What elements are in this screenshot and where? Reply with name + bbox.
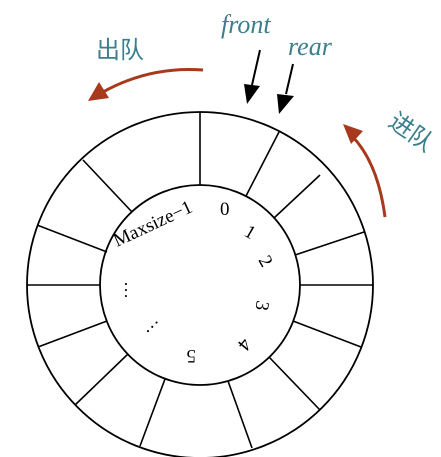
rear-label: rear bbox=[288, 32, 333, 61]
spoke bbox=[227, 380, 253, 449]
spoke bbox=[37, 320, 108, 348]
enqueue-arrowhead bbox=[343, 124, 363, 144]
enqueue-label: 进队 bbox=[384, 107, 439, 157]
spoke bbox=[292, 320, 362, 348]
front-label: front bbox=[221, 10, 271, 39]
spoke bbox=[245, 131, 280, 197]
front-pointer-line bbox=[251, 49, 261, 86]
ellipsis-bottom: … bbox=[135, 310, 162, 337]
enqueue-arrow-curve bbox=[350, 134, 387, 218]
spoke bbox=[139, 378, 166, 447]
slot-index-0: 0 bbox=[220, 199, 230, 220]
slot-index-2: 2 bbox=[254, 252, 277, 271]
spoke bbox=[268, 356, 321, 411]
dequeue-arrowhead bbox=[88, 82, 109, 101]
front-pointer-head bbox=[244, 84, 260, 104]
rear-pointer-line bbox=[285, 63, 294, 95]
rear-pointer-head bbox=[277, 94, 294, 114]
spoke bbox=[294, 231, 365, 256]
spoke bbox=[74, 353, 129, 406]
maxsize-label: Maxsize−1 bbox=[110, 197, 196, 252]
ellipsis-left: … bbox=[111, 281, 131, 299]
slot-index-4: 4 bbox=[233, 334, 256, 355]
spoke bbox=[82, 159, 133, 213]
dequeue-label: 出队 bbox=[96, 36, 144, 64]
slot-index-5: 5 bbox=[187, 345, 197, 366]
spoke bbox=[36, 224, 108, 253]
spoke bbox=[273, 174, 321, 219]
slot-index-3: 3 bbox=[250, 299, 272, 312]
slot-dividers bbox=[27, 112, 373, 449]
dequeue-arrow-curve bbox=[102, 68, 204, 94]
slot-index-1: 1 bbox=[241, 221, 260, 244]
